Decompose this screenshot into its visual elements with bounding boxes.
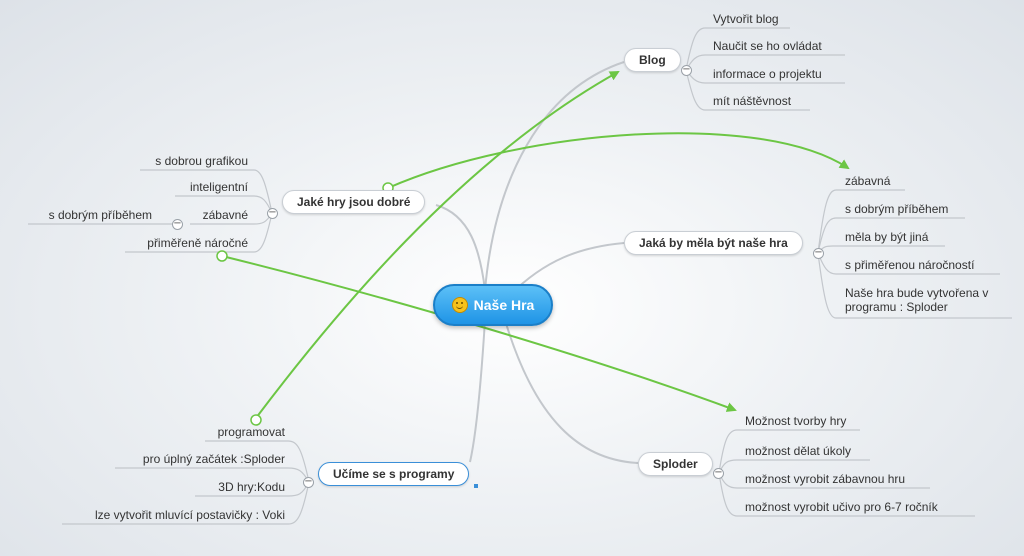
topic-jaka-by-label: Jaká by měla být naše hra [639,236,788,250]
leaf-moznost-vyrobit-zabavnou[interactable]: možnost vyrobit zábavnou hru [745,472,906,486]
resize-handle[interactable] [474,484,478,488]
leaf-voki[interactable]: lze vytvořit mluvící postavičky : Voki [94,508,285,522]
collapse-jaka-by-button[interactable]: − [813,247,824,259]
link-handle [216,250,228,262]
branch-jake-hry [435,204,486,291]
central-topic-label: Naše Hra [473,297,535,313]
leaf-mela-by-byt-jina[interactable]: měla by být jiná [845,230,929,244]
topic-ucime[interactable]: Učíme se s programy [318,462,470,486]
branch-sploder [504,319,639,464]
link-primerene-moznost [221,255,737,412]
collapse-ucime-button[interactable]: − [303,476,314,488]
topic-jake-hry-label: Jaké hry jsou dobré [297,195,411,209]
topic-jake-hry[interactable]: Jaké hry jsou dobré [282,190,426,214]
branch-blog [484,61,625,291]
topic-jaka-by[interactable]: Jaká by měla být naše hra [624,231,803,255]
leaf-mit-nastevnost[interactable]: mít náštěvnost [713,94,792,108]
leaf-s-dobrym-pribehem[interactable]: s dobrým příběhem [48,208,152,222]
leaf-zabavna[interactable]: zábavná [845,174,891,188]
leaf-moznost-tvorby[interactable]: Možnost tvorby hry [745,414,847,428]
topic-ucime-label: Učíme se s programy [333,467,455,481]
leaf-moznost-delat[interactable]: možnost dělat úkoly [745,444,852,458]
branch-ucime [469,319,486,463]
leaf-nase-hra-bude-line2: programu : Sploder [845,300,948,314]
leaf-naucit-se[interactable]: Naučit se ho ovládat [713,39,822,53]
collapse-sploder-button[interactable]: − [713,467,724,479]
smiley-icon [451,297,468,313]
leaf-programovat[interactable]: programovat [217,425,285,439]
leaf-s-primerenou[interactable]: s přiměřenou náročností [845,258,975,272]
leaf-primerene-narocne[interactable]: přiměřeně náročné [147,236,248,250]
leaf-nase-hra-bude-line1: Naše hra bude vytvořena v [845,286,989,300]
link-jake-hry-zabavna [387,132,850,189]
link-handle [250,414,262,426]
collapse-blog-button[interactable]: − [681,64,692,76]
leaf-s-dobrou-grafikou[interactable]: s dobrou grafikou [155,154,248,168]
collapse-jake-hry-button[interactable]: − [267,207,278,219]
topic-blog[interactable]: Blog [624,48,681,72]
topic-sploder-label: Sploder [653,457,698,471]
leaf-s-dobrym-pribehem-2[interactable]: s dobrým příběhem [845,202,949,216]
collapse-zabavne-button[interactable]: − [172,218,183,230]
leaf-zabavne[interactable]: zábavné [202,208,248,222]
link-programovat-blog [255,71,620,419]
leaf-3d-hry-kodu[interactable]: 3D hry:Kodu [218,480,285,494]
leaf-vytvorit-blog[interactable]: Vytvořit blog [713,12,779,26]
leaf-informace[interactable]: informace o projektu [713,67,822,81]
leaf-pro-uplny-zacatek[interactable]: pro úplný začátek :Sploder [142,452,285,466]
leaf-moznost-vyrobit-ucivo[interactable]: možnost vyrobit učivo pro 6-7 ročník [745,500,938,514]
topic-blog-label: Blog [639,53,666,67]
leaf-inteligentni[interactable]: inteligentní [189,180,248,194]
central-topic[interactable]: Naše Hra [433,284,553,326]
topic-sploder[interactable]: Sploder [638,452,713,476]
leaf-nase-hra-bude[interactable]: Naše hra bude vytvořena v programu : Spl… [845,286,988,314]
